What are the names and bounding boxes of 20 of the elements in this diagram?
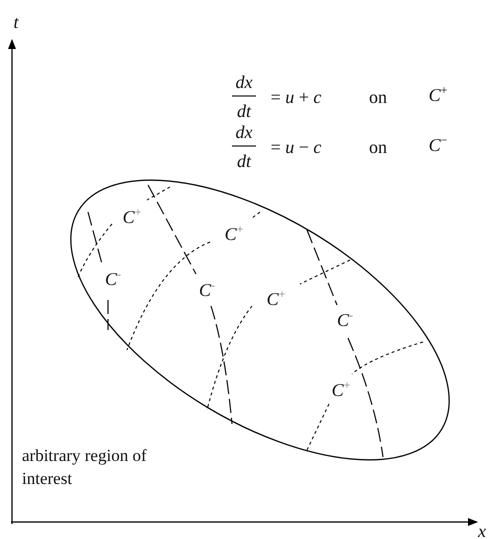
curve-label: C$^{-}$ xyxy=(199,281,215,299)
equation-numerator: dx xyxy=(236,123,252,141)
axis-label: t xyxy=(14,13,18,31)
equation-text: = u + c xyxy=(270,88,322,106)
region-annotation: arbitrary region of interest xyxy=(22,445,148,490)
curve-label: C$^{+}$ xyxy=(332,381,350,399)
equation-denominator: dt xyxy=(237,102,251,120)
curve-label: C$^{+}$ xyxy=(266,290,286,308)
equation-denominator: dt xyxy=(237,152,251,170)
curve-label: C$^{-}$ xyxy=(337,311,353,329)
curve-label: C$^{+}$ xyxy=(224,225,244,243)
equation-text: C$^{−}$ xyxy=(428,136,448,154)
curve-label: C$^{-}$ xyxy=(105,270,121,288)
curve-label: C$^{+}$ xyxy=(122,208,142,226)
equation-text: C$^{+}$ xyxy=(428,86,448,104)
axis-label: x xyxy=(478,522,486,539)
equation-numerator: dx xyxy=(236,73,252,91)
equation-text: = u − c xyxy=(270,138,322,156)
equation-text: on xyxy=(369,138,387,156)
equation-text: on xyxy=(369,88,387,106)
